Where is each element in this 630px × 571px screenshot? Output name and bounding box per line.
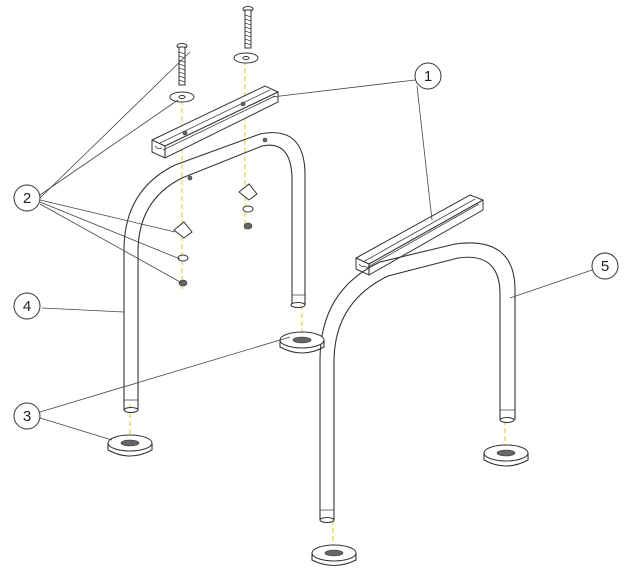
callout-1: 1 [414, 62, 442, 90]
callout-3-label: 3 [23, 408, 31, 425]
callout-5-label: 5 [601, 258, 609, 275]
callout-2-label: 2 [23, 190, 31, 207]
frame-right [319, 242, 516, 523]
callout-2: 2 [13, 184, 41, 212]
washer-right [233, 52, 259, 64]
bolt-right [242, 6, 254, 49]
rail-lower [355, 194, 484, 276]
rail-upper [151, 85, 279, 159]
washer-left [169, 91, 195, 103]
foot-right-back [483, 444, 529, 467]
bracket-left [173, 221, 193, 287]
callout-3: 3 [13, 402, 41, 430]
foot-right-front [311, 544, 357, 567]
foot-left-back [279, 331, 325, 354]
callout-1-label: 1 [424, 68, 432, 85]
bolt-left [176, 43, 188, 86]
foot-left-front [107, 434, 153, 457]
frame-left [123, 132, 306, 413]
leader-lines [39, 51, 593, 441]
callout-5: 5 [591, 252, 619, 280]
callout-4: 4 [13, 292, 41, 320]
callout-4-label: 4 [23, 298, 31, 315]
bracket-right [238, 183, 258, 230]
